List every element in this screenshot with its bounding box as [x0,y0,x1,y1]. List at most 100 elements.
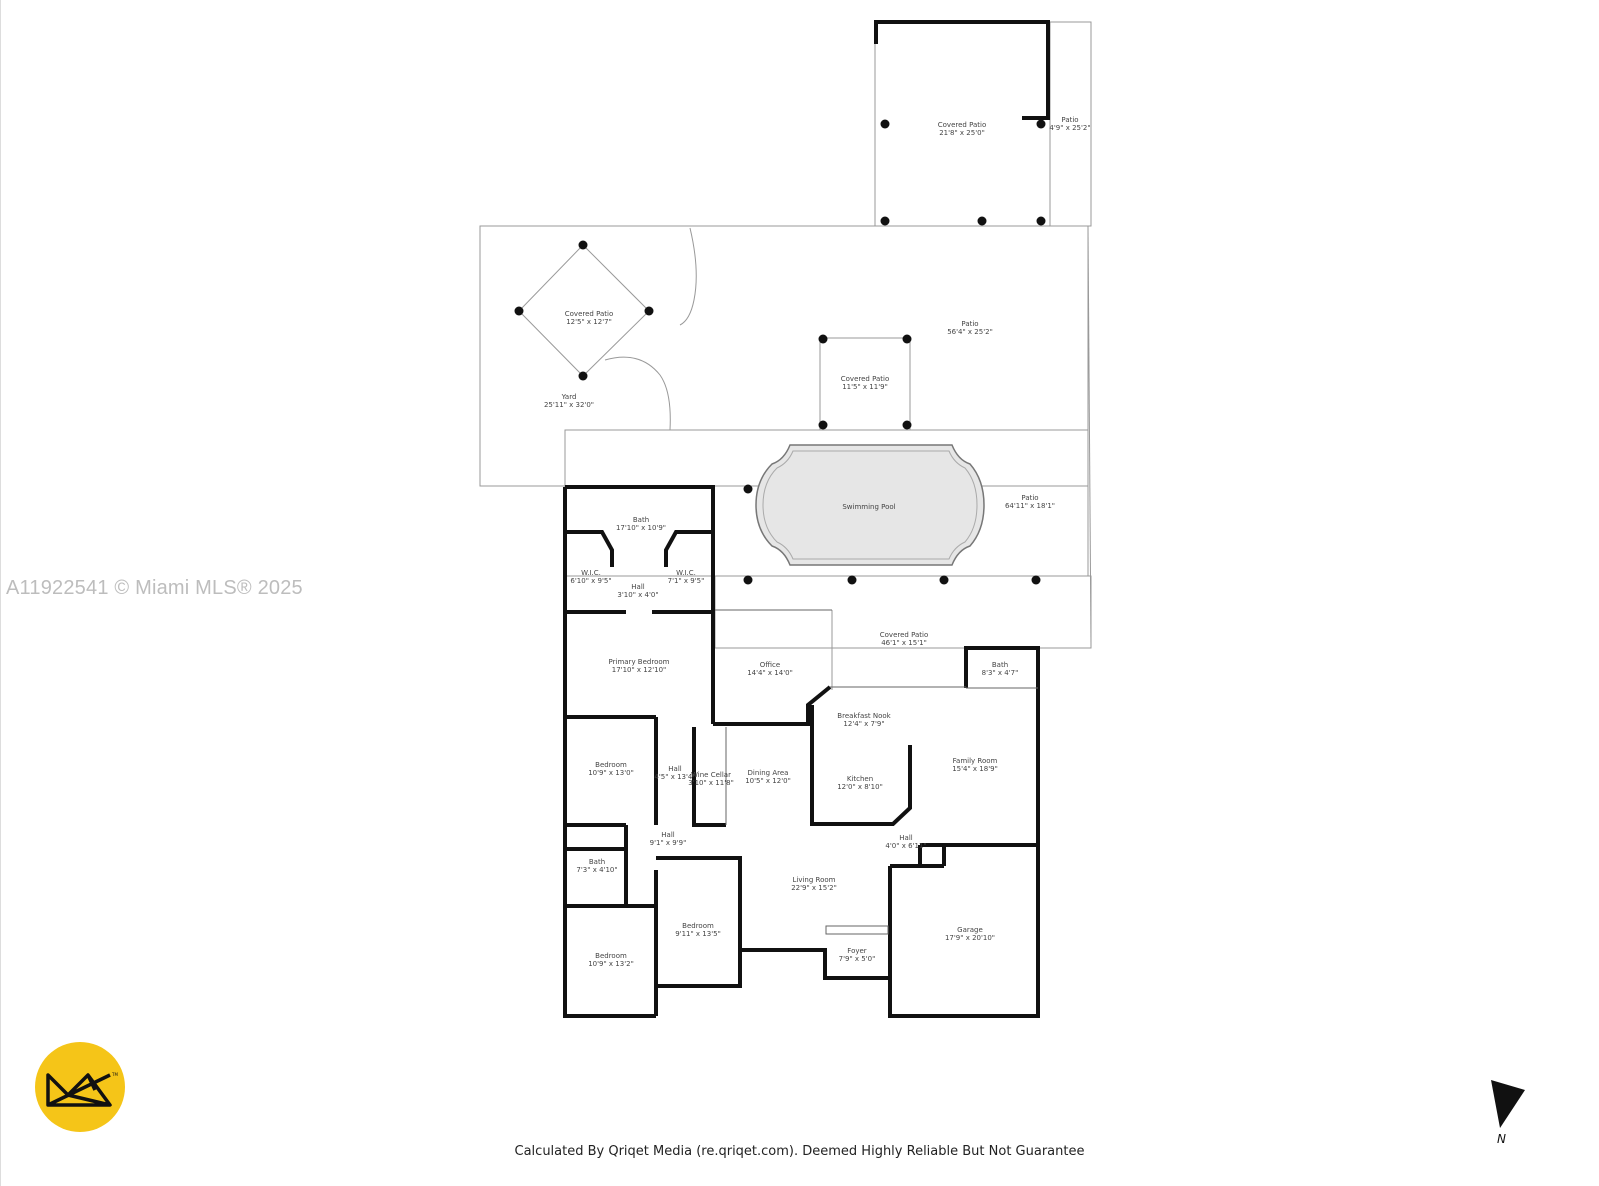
column [818,420,828,430]
patio-columns [514,119,1046,585]
outdoor-outlines [479,21,1092,690]
dining-area-name: Dining Area [748,769,789,777]
primary-bedroom-name: Primary Bedroom [609,658,670,666]
column [578,240,588,250]
kitchen-dimensions: 12'0" x 8'10" [837,783,883,791]
bath-family-dimensions: 8'3" x 4'7" [982,669,1019,677]
covered-patio-top-name: Covered Patio [938,121,987,129]
hall-center-dimensions: 9'1" x 9'9" [650,839,687,847]
logo-tm: TM [111,1072,118,1077]
living-room-name: Living Room [793,876,836,884]
swimming-pool-name: Swimming Pool [842,503,895,511]
column [743,575,753,585]
wall-wic-left [565,530,614,567]
bath-hall-dimensions: 7'3" x 4'10" [576,866,617,874]
walls [563,20,1050,1018]
footer-disclaimer: Calculated By Qriqet Media (re.qriqet.co… [514,1144,1085,1159]
bedroom-2-dimensions: 9'11" x 13'5" [675,930,721,938]
foyer-name: Foyer [847,947,867,955]
bath-primary-name: Bath [633,516,649,524]
swimming-pool-shape [755,444,985,566]
garage-name: Garage [957,926,983,934]
wall-kitchen [810,705,912,826]
foyer-counter [825,925,889,935]
column [902,420,912,430]
wic-right-name: W.I.C. [676,569,696,577]
bedroom-1-name: Bedroom [595,761,627,769]
column [1031,575,1041,585]
breakfast-nook-name: Breakfast Nook [837,712,891,720]
patio-large-outline [479,225,1089,487]
patio-strip-name: Patio [1061,116,1078,124]
bedroom-2-name: Bedroom [682,922,714,930]
wic-left-name: W.I.C. [581,569,601,577]
covered-patio-small-name: Covered Patio [841,375,890,383]
patio-pool-dimensions: 64'11" x 18'1" [1005,502,1055,510]
column [880,119,890,129]
north-label: N [1497,1132,1506,1146]
wall-dining-top [713,685,832,726]
page-left-edge [0,0,1,1186]
hall-bedrooms-name: Hall [668,765,681,773]
hall-center-name: Hall [661,831,674,839]
column [1036,216,1046,226]
family-room-name: Family Room [953,757,998,765]
column [847,575,857,585]
wall-patio-top [874,20,1050,120]
mls-watermark: A11922541 © Miami MLS® 2025 [6,577,303,599]
primary-bedroom-dimensions: 17'10" x 12'10" [612,666,667,674]
patio-strip-dimensions: 4'9" x 25'2" [1049,124,1090,132]
wall-west [563,487,656,1018]
hall-primary-name: Hall [631,583,644,591]
column [977,216,987,226]
office-dimensions: 14'4" x 14'0" [747,669,793,677]
dining-area-dimensions: 10'5" x 12'0" [745,777,791,785]
living-room-dimensions: 22'9" x 15'2" [791,884,837,892]
wall-east [964,646,1040,845]
wall-wine-cellar [692,727,726,827]
family-room-dimensions: 15'4" x 18'9" [952,765,998,773]
yard-curve-top [679,227,697,326]
bath-family-name: Bath [992,661,1008,669]
column [939,575,949,585]
logo-mark [46,1073,112,1107]
hall-primary-dimensions: 3'10" x 4'0" [617,591,658,599]
north-arrow-icon: N [1491,1080,1525,1146]
wall-primary-top [565,485,715,724]
column [644,306,654,316]
wall-wic-right [664,530,713,567]
column [743,484,753,494]
office-name: Office [760,661,780,669]
wic-right-dimensions: 7'1" x 9'5" [668,577,705,585]
covered-patio-small-dimensions: 11'5" x 11'9" [842,383,888,391]
patio-large-name: Patio [961,320,978,328]
partitions [715,609,1038,935]
wall-bedroom2-top [656,856,742,950]
hall-garage-dimensions: 4'0" x 6'11" [885,842,926,850]
column [514,306,524,316]
bedroom-3-name: Bedroom [595,952,627,960]
bath-primary-dimensions: 17'10" x 10'9" [616,524,666,532]
swimming-pool-inner [762,450,978,560]
patio-large-dimensions: 56'4" x 25'2" [947,328,993,336]
yard-curve-bottom [604,356,671,431]
hall-garage-name: Hall [899,834,912,842]
north-arrow-shape [1491,1080,1525,1128]
patio-pool-name: Patio [1021,494,1038,502]
wall-south-mid [656,948,888,988]
wine-cellar-name: Wine Cellar [691,771,731,779]
foyer-dimensions: 7'9" x 5'0" [839,955,876,963]
bedroom-3-dimensions: 10'9" x 13'2" [588,960,634,968]
covered-patio-diamond-dimensions: 12'5" x 12'7" [566,318,612,326]
bath-hall-name: Bath [589,858,605,866]
covered-patio-top-dimensions: 21'8" x 25'0" [939,129,985,137]
hall-bedrooms-dimensions: 4'5" x 13'4" [654,773,695,781]
logo-circle [35,1042,125,1132]
column [1036,119,1046,129]
garage-dimensions: 17'9" x 20'10" [945,934,995,942]
wine-cellar-dimensions: 3'10" x 11'8" [688,779,734,787]
covered-patio-rear-name: Covered Patio [880,631,929,639]
column [578,371,588,381]
